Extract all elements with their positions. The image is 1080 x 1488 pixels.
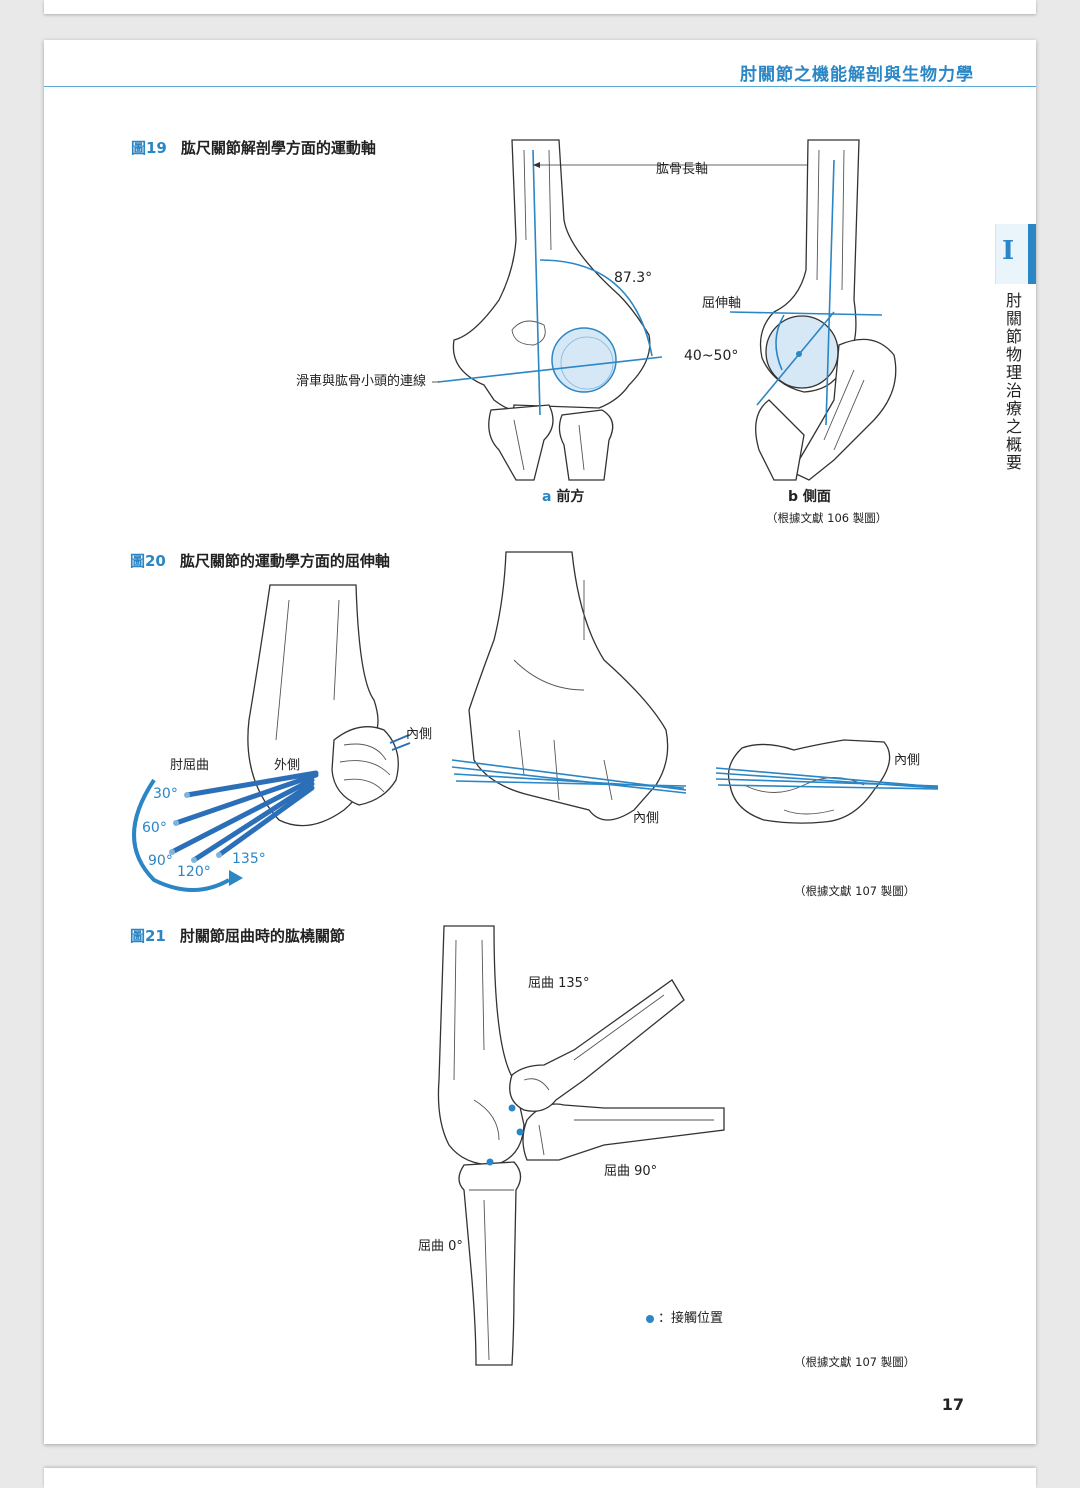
fig21-title: 肘關節屈曲時的肱橈關節 (179, 927, 345, 945)
fig20-angle-120: 120° (177, 864, 211, 880)
fig20-caption: 圖20 肱尺關節的運動學方面的屈伸軸 (130, 550, 390, 571)
previous-page-edge (44, 0, 1036, 14)
contact-dot-90 (516, 1128, 524, 1136)
fig21-legend-text: ：接觸位置 (658, 1311, 724, 1326)
fig21-caption: 圖21 肘關節屈曲時的肱橈關節 (130, 925, 345, 946)
fig20-reference: （根據文獻 107 製圖） (794, 884, 916, 898)
fig20-angle-135: 135° (232, 851, 266, 867)
fig20-elbow-flexion-label: 肘屈曲 (170, 758, 210, 773)
fig19-trochlea-line-label: 滑車與肱骨小頭的連線 (296, 374, 427, 389)
fig20-medial-label-3: 內側 (894, 753, 921, 768)
capitulum-front (551, 327, 617, 393)
fig19-flexion-axis-label: 屈伸軸 (702, 296, 742, 311)
running-header: 肘關節之機能解剖與生物力學 (740, 65, 974, 85)
page-number: 17 (941, 1395, 964, 1414)
fig19-angle-side: 40~50° (684, 348, 739, 364)
fig20-angle-60: 60° (142, 820, 167, 836)
contact-dot-legend-icon (646, 1314, 654, 1323)
fig19-humerus-axis-label: 肱骨長軸 (656, 162, 709, 177)
fig21-flex-0: 屈曲 0° (418, 1239, 463, 1254)
contact-dot-0 (486, 1158, 494, 1166)
fig19-sub-b-text: 側面 (802, 489, 831, 505)
fig21-reference: （根據文獻 107 製圖） (794, 1355, 916, 1369)
radius-flexion-90 (522, 1103, 725, 1161)
fig21-flex-90: 屈曲 90° (604, 1164, 658, 1179)
fig19-angle-front: 87.3° (614, 270, 653, 286)
contact-dot-135 (508, 1104, 516, 1112)
fig19-front-illustration (432, 139, 897, 481)
humerus-fig21 (437, 925, 525, 1166)
fig21-illustration (437, 925, 725, 1366)
book-page: 肘關節之機能解剖與生物力學 I 肘關節物理治療之概要 圖19 肱尺關節解剖學方面的… (44, 40, 1036, 1444)
chapter-tab-bar (1028, 224, 1036, 284)
fig21-legend: ：接觸位置 (646, 1307, 723, 1326)
fig21-label: 圖21 (130, 927, 166, 945)
fig20-title: 肱尺關節的運動學方面的屈伸軸 (179, 552, 390, 570)
fig21-flex-135: 屈曲 135° (528, 976, 590, 991)
radius-flexion-0 (458, 1161, 522, 1366)
fig20-label: 圖20 (130, 552, 166, 570)
chapter-title-vertical: 肘關節物理治療之概要 (1003, 292, 1022, 472)
fig20-medial-label-2: 內側 (633, 811, 660, 826)
fig19-reference: （根據文獻 106 製圖） (766, 511, 888, 525)
fig19-sub-b: b 側面 (788, 486, 831, 506)
fig20-angle-30: 30° (153, 786, 178, 802)
fig19-caption: 圖19 肱尺關節解剖學方面的運動軸 (131, 137, 376, 158)
fig20-medial-label-1: 內側 (406, 727, 433, 742)
fig20-illustrations (132, 551, 939, 892)
header-rule (44, 86, 1036, 87)
radius-flexion-135 (509, 979, 685, 1112)
chapter-tab: I (995, 224, 1036, 284)
next-page-edge (44, 1468, 1036, 1488)
fig20-lateral-label: 外側 (274, 758, 301, 773)
fig19-sub-b-letter: b (788, 489, 799, 505)
fig19-label: 圖19 (131, 139, 167, 157)
humerus-anterior (468, 551, 669, 821)
fig19-sub-a: a 前方 (542, 486, 584, 506)
chapter-number: I (1002, 236, 1015, 266)
fig19-title: 肱尺關節解剖學方面的運動軸 (180, 139, 376, 157)
fig20-angle-90: 90° (148, 853, 173, 869)
fig19-sub-a-text: 前方 (556, 489, 585, 505)
fig19-sub-a-letter: a (542, 489, 552, 505)
